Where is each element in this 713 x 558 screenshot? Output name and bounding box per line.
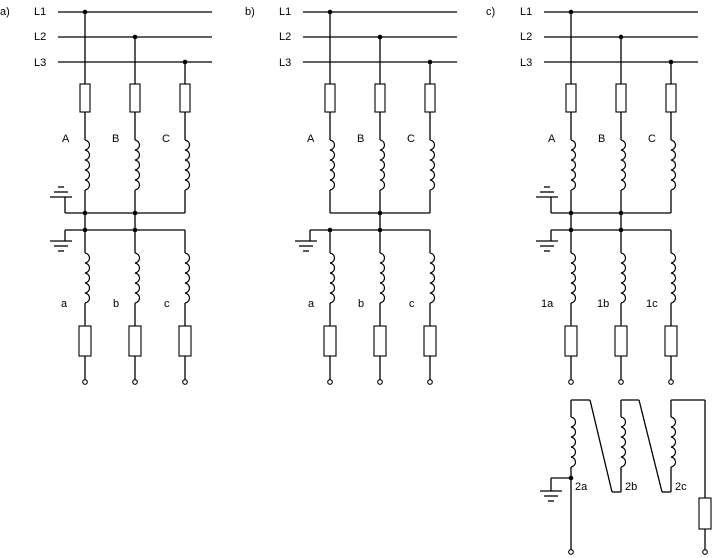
winding-2a [570,416,577,468]
winding-a [329,139,336,191]
ground-icon [50,240,72,252]
ground-icon [295,240,317,252]
fuse-1b [614,325,628,357]
panel-a: a) L1 L2 L3 A B C [0,6,212,385]
winding-c [184,139,191,191]
winding-a [84,139,91,191]
winding-b2 [134,252,141,304]
winding-label-1c: 1c [646,298,658,310]
fuse-b [615,83,627,113]
winding-c [429,139,436,191]
winding-c2 [184,252,191,304]
fuse-c [424,83,436,113]
winding-label-b: B [112,133,119,145]
fuse-b [129,83,141,113]
fuse-a [79,83,91,113]
winding-1c [670,252,677,304]
fuse-a [324,83,336,113]
panel-label: a) [0,6,10,18]
line-label-l3: L3 [279,57,291,69]
winding-label-2c: 2c [675,481,687,493]
fuse-a2 [323,325,337,357]
fuse-c [665,83,677,113]
winding-label-2a: 2a [575,481,588,493]
fuse-b2 [373,325,387,357]
fuse-open-delta [698,497,712,530]
winding-b2 [379,252,386,304]
winding-2c [670,416,677,468]
fuse-b [374,83,386,113]
winding-label-1b: 1b [597,298,609,310]
winding-a [570,139,577,191]
ground-icon [540,490,562,502]
ground-icon [50,186,72,198]
winding-label-a: a [308,298,315,310]
panel-b: b) L1 L2 L3 A B C [245,6,457,385]
line-label-l1: L1 [34,6,46,18]
fuse-1a [564,325,578,357]
winding-2b [620,416,627,468]
winding-label-c: C [407,133,415,145]
winding-label-a: A [307,133,315,145]
winding-label-c: c [164,298,170,310]
winding-label-1a: 1a [541,298,554,310]
line-label-l2: L2 [520,31,532,43]
winding-b [620,139,627,191]
fuse-c2 [423,325,437,357]
winding-a2 [329,252,336,304]
winding-label-a: A [548,133,556,145]
panel-label: c) [486,6,495,18]
fuse-c2 [178,325,192,357]
line-label-l3: L3 [34,57,46,69]
winding-label-b: b [113,298,119,310]
panel-c: c) L1 L2 L3 A B C [486,6,712,555]
winding-label-c: C [648,133,656,145]
fuse-a [565,83,577,113]
ground-icon [536,186,558,198]
winding-1a [570,252,577,304]
winding-label-b: B [357,133,364,145]
line-label-l2: L2 [34,31,46,43]
line-label-l1: L1 [279,6,291,18]
winding-label-b: b [358,298,364,310]
fuse-c [179,83,191,113]
winding-b [379,139,386,191]
line-label-l1: L1 [520,6,532,18]
winding-c [670,139,677,191]
winding-1b [620,252,627,304]
winding-label-a: A [62,133,70,145]
fuse-1c [664,325,678,357]
winding-b [134,139,141,191]
fuse-b2 [128,325,142,357]
line-label-l3: L3 [520,57,532,69]
winding-label-c: c [409,298,415,310]
winding-c2 [429,252,436,304]
panel-label: b) [245,6,255,18]
winding-a2 [84,252,91,304]
line-label-l2: L2 [279,31,291,43]
winding-label-2b: 2b [625,481,637,493]
winding-label-a: a [61,298,68,310]
ground-icon [536,240,558,252]
fuse-a2 [78,325,92,357]
winding-label-c: C [162,133,170,145]
winding-label-b: B [598,133,605,145]
